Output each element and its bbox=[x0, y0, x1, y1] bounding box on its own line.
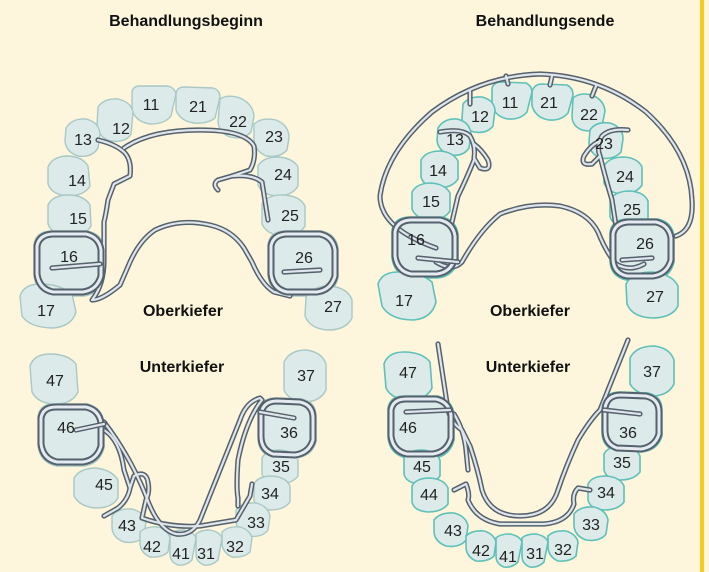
jaw-label-lower-end: Unterkiefer bbox=[486, 359, 570, 376]
right-border bbox=[700, 0, 704, 572]
jaw-label-upper-end: Oberkiefer bbox=[490, 303, 570, 320]
tooth-label-21: 21 bbox=[540, 95, 558, 112]
tooth-label-45: 45 bbox=[95, 477, 113, 494]
tooth-label-37: 37 bbox=[297, 368, 315, 385]
tooth-label-27: 27 bbox=[324, 299, 342, 316]
tooth-label-12: 12 bbox=[471, 109, 489, 126]
tooth-label-33: 33 bbox=[247, 515, 265, 532]
tooth-label-11: 11 bbox=[143, 97, 160, 114]
tooth-label-14: 14 bbox=[68, 173, 86, 190]
tooth-label-24: 24 bbox=[616, 169, 634, 186]
tooth-label-23: 23 bbox=[595, 136, 613, 153]
tooth-label-12: 12 bbox=[112, 121, 130, 138]
heading-treatment-start: Behandlungsbeginn bbox=[109, 13, 263, 30]
tooth-label-35: 35 bbox=[272, 459, 290, 476]
tooth-label-36: 36 bbox=[280, 425, 298, 442]
tooth-label-23: 23 bbox=[265, 129, 283, 146]
tooth-label-22: 22 bbox=[229, 114, 247, 131]
tooth-label-43: 43 bbox=[444, 523, 462, 540]
tooth-label-34: 34 bbox=[597, 485, 615, 502]
tooth-label-26: 26 bbox=[636, 236, 654, 253]
tooth-label-13: 13 bbox=[74, 132, 92, 149]
tooth-label-25: 25 bbox=[281, 208, 299, 225]
tooth-label-33: 33 bbox=[582, 517, 600, 534]
heading-treatment-end: Behandlungsende bbox=[476, 13, 615, 30]
tooth-label-15: 15 bbox=[422, 194, 440, 211]
tooth-label-27: 27 bbox=[646, 289, 664, 306]
tooth-label-14: 14 bbox=[429, 163, 447, 180]
tooth-label-16: 16 bbox=[60, 249, 78, 266]
tooth-label-17: 17 bbox=[37, 303, 55, 320]
tooth-label-47: 47 bbox=[399, 365, 417, 382]
tooth-label-41: 41 bbox=[499, 549, 517, 566]
tooth-label-15: 15 bbox=[69, 211, 87, 228]
upper-jaw-end-panel: 11 21 12 22 13 23 14 24 15 25 16 26 17 2… bbox=[378, 74, 692, 320]
tooth-label-32: 32 bbox=[226, 539, 244, 556]
tooth-label-21: 21 bbox=[189, 99, 207, 116]
tooth-label-26: 26 bbox=[295, 250, 313, 267]
tooth-label-45: 45 bbox=[413, 459, 431, 476]
tooth-label-17: 17 bbox=[395, 293, 413, 310]
jaw-label-lower-start: Unterkiefer bbox=[140, 359, 224, 376]
tooth-label-43: 43 bbox=[118, 518, 136, 535]
tooth-label-46: 46 bbox=[399, 420, 417, 437]
tooth-label-32: 32 bbox=[554, 542, 572, 559]
tooth-label-24: 24 bbox=[274, 167, 292, 184]
tooth-label-25: 25 bbox=[623, 202, 641, 219]
jaw-label-upper-start: Oberkiefer bbox=[143, 303, 223, 320]
tooth-label-36: 36 bbox=[619, 425, 637, 442]
tooth-label-46: 46 bbox=[57, 420, 75, 437]
tooth-label-47: 47 bbox=[46, 373, 64, 390]
tooth-label-41: 41 bbox=[172, 546, 190, 563]
tooth-label-22: 22 bbox=[580, 107, 598, 124]
tooth-label-37: 37 bbox=[643, 364, 661, 381]
lower-jaw-end-panel: 47 37 46 36 45 35 44 34 43 33 42 41 31 3… bbox=[384, 340, 674, 567]
tooth-label-42: 42 bbox=[472, 543, 490, 560]
tooth-label-35: 35 bbox=[613, 455, 631, 472]
tooth-label-16: 16 bbox=[407, 232, 425, 249]
tooth-label-31: 31 bbox=[197, 546, 215, 563]
lower-jaw-start-panel: 47 37 46 36 35 34 45 33 43 42 41 31 32 U… bbox=[30, 350, 326, 565]
tooth-label-31: 31 bbox=[526, 546, 544, 563]
upper-jaw-start-panel: 11 21 12 22 13 23 14 24 15 25 16 26 17 2… bbox=[20, 86, 352, 330]
tooth-label-13: 13 bbox=[446, 132, 464, 149]
tooth-label-34: 34 bbox=[261, 486, 279, 503]
tooth-label-44: 44 bbox=[420, 487, 438, 504]
tooth-label-11: 11 bbox=[502, 95, 519, 112]
tooth-label-42: 42 bbox=[143, 539, 161, 556]
